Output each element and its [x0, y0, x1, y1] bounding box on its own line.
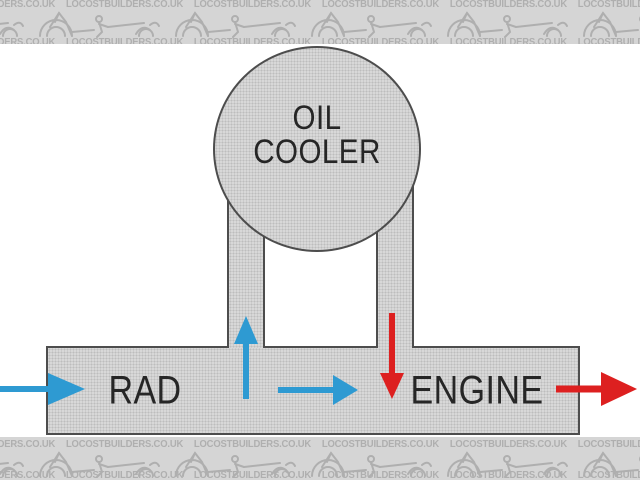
watermark-text: LOCOSTBUILDERS.CO.UK — [321, 0, 440, 10]
watermark-text: LOCOSTBUILDERS.CO.UK — [577, 36, 640, 44]
watermark-text: LOCOSTBUILDERS.CO.UK — [0, 36, 56, 44]
watermark-text: LOCOSTBUILDERS.CO.UK — [193, 438, 312, 450]
watermark-text: LOCOSTBUILDERS.CO.UK — [65, 469, 184, 480]
locost-car-icon — [580, 450, 640, 480]
watermark-text: LOCOSTBUILDERS.CO.UK — [449, 0, 567, 10]
watermark-car-row — [0, 10, 640, 40]
watermark-text: LOCOSTBUILDERS.CO.UK — [65, 0, 184, 10]
locost-car-icon — [308, 10, 436, 44]
watermark-text: LOCOSTBUILDERS.CO.UK — [65, 438, 184, 450]
oil-cooler-label-line2: COOLER — [253, 133, 381, 171]
locost-car-icon — [0, 10, 28, 44]
locost-car-icon — [36, 10, 164, 44]
watermark-car-row — [0, 450, 640, 480]
watermark-text: LOCOSTBUILDERS.CO.UK — [449, 438, 567, 450]
watermark-text-row: LOCOSTBUILDERS.CO.UK LOCOSTBUILDERS.CO.UK… — [0, 0, 640, 10]
watermark-text: LOCOSTBUILDERS.CO.UK — [449, 36, 567, 44]
locost-car-icon — [36, 450, 164, 480]
engine-label: ENGINE — [410, 368, 544, 413]
oil-cooler-label-line1: OIL — [292, 99, 342, 137]
watermark-text: LOCOSTBUILDERS.CO.UK — [193, 469, 312, 480]
locost-car-icon — [172, 450, 300, 480]
watermark-text: LOCOSTBUILDERS.CO.UK — [193, 36, 312, 44]
watermark-text: LOCOSTBUILDERS.CO.UK — [321, 438, 440, 450]
locost-car-icon — [444, 10, 572, 44]
oil-cooler-label: OIL COOLER — [253, 101, 381, 169]
watermark-band-top: LOCOSTBUILDERS.CO.UK LOCOSTBUILDERS.CO.UK… — [0, 0, 640, 44]
locost-car-icon — [0, 450, 28, 480]
watermark-text: LOCOSTBUILDERS.CO.UK — [0, 438, 56, 450]
watermark-band-bottom: LOCOSTBUILDERS.CO.UK LOCOSTBUILDERS.CO.UK… — [0, 437, 640, 480]
watermark-text: LOCOSTBUILDERS.CO.UK — [577, 0, 640, 10]
rad-label: RAD — [108, 368, 182, 413]
watermark-text-row: LOCOSTBUILDERS.CO.UK LOCOSTBUILDERS.CO.UK… — [0, 36, 640, 44]
watermark-text-row: LOCOSTBUILDERS.CO.UK LOCOSTBUILDERS.CO.UK… — [0, 438, 640, 450]
watermark-text: LOCOSTBUILDERS.CO.UK — [577, 438, 640, 450]
watermark-text: LOCOSTBUILDERS.CO.UK — [0, 469, 56, 480]
locost-car-icon — [444, 450, 572, 480]
locost-car-icon — [308, 450, 436, 480]
oil-cooler: OIL COOLER — [213, 46, 421, 252]
watermark-text: LOCOSTBUILDERS.CO.UK — [0, 0, 56, 10]
watermark-text: LOCOSTBUILDERS.CO.UK — [193, 0, 312, 10]
watermark-text: LOCOSTBUILDERS.CO.UK — [65, 36, 184, 44]
locost-car-icon — [172, 10, 300, 44]
watermark-text: LOCOSTBUILDERS.CO.UK — [321, 469, 440, 480]
watermark-text: LOCOSTBUILDERS.CO.UK — [321, 36, 440, 44]
watermark-text: LOCOSTBUILDERS.CO.UK — [577, 469, 640, 480]
locost-car-icon — [580, 10, 640, 44]
watermark-text-row: LOCOSTBUILDERS.CO.UK LOCOSTBUILDERS.CO.UK… — [0, 469, 640, 480]
watermark-text: LOCOSTBUILDERS.CO.UK — [449, 469, 567, 480]
